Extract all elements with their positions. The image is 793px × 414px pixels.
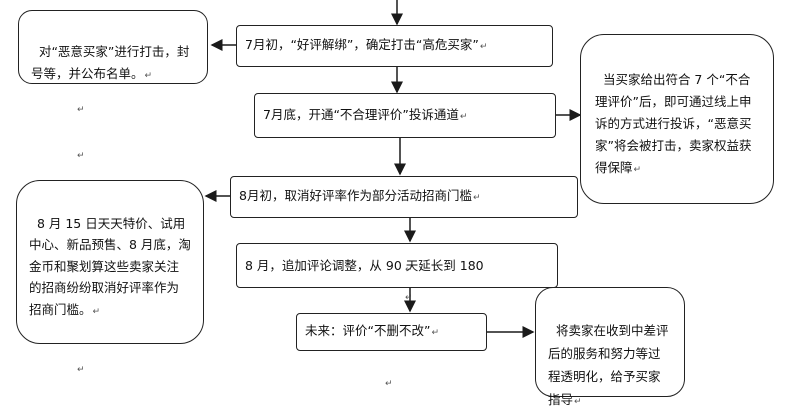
flow-step-5-text: 未来：评价“不删不改”	[305, 320, 439, 344]
flow-step-3: 8月初，取消好评率作为部分活动招商门槛	[230, 176, 578, 218]
flow-step-4: 8 月，追加评论调整，从 90 天延长到 180	[236, 243, 558, 288]
note-left-mid-text: 8 月 15 日天天特价、试用中心、新品预售、8 月底，淘金币和聚划算这些卖家关…	[29, 216, 191, 317]
paragraph-mark-icon	[76, 150, 85, 161]
note-right-bottom: 将卖家在收到中差评后的服务和努力等过程透明化，给予买家指导	[535, 287, 685, 407]
flow-step-2-text: 7月底，开通“不合理评价”投诉通道	[263, 104, 467, 128]
flow-step-2: 7月底，开通“不合理评价”投诉通道	[254, 93, 556, 138]
flow-step-1: 7月初，“好评解绑”，确定打击“高危买家”	[236, 25, 553, 67]
flow-step-1-text: 7月初，“好评解绑”，确定打击“高危买家”	[245, 34, 487, 58]
flow-step-4-text: 8 月，追加评论调整，从 90 天延长到 180	[245, 258, 484, 273]
note-right-top-text: 当买家给出符合 7 个“不合理评价”后，即可通过线上申诉的方式进行投诉，“恶意买…	[595, 72, 751, 175]
paragraph-mark-icon	[384, 378, 393, 389]
paragraph-mark-icon	[76, 104, 85, 115]
paragraph-mark-icon	[404, 264, 413, 275]
paragraph-mark-icon	[76, 364, 85, 375]
flow-step-3-text: 8月初，取消好评率作为部分活动招商门槛	[239, 185, 481, 209]
note-left-top-text: 对“恶意买家”进行打击，封号等，并公布名单。	[31, 44, 189, 81]
note-right-bottom-text: 将卖家在收到中差评后的服务和努力等过程透明化，给予买家指导	[548, 323, 668, 407]
note-left-mid: 8 月 15 日天天特价、试用中心、新品预售、8 月底，淘金币和聚划算这些卖家关…	[16, 180, 204, 344]
flow-step-5: 未来：评价“不删不改”	[296, 313, 487, 351]
note-left-top: 对“恶意买家”进行打击，封号等，并公布名单。	[18, 10, 208, 84]
note-right-top: 当买家给出符合 7 个“不合理评价”后，即可通过线上申诉的方式进行投诉，“恶意买…	[580, 34, 774, 204]
paragraph-mark-icon	[404, 292, 413, 303]
